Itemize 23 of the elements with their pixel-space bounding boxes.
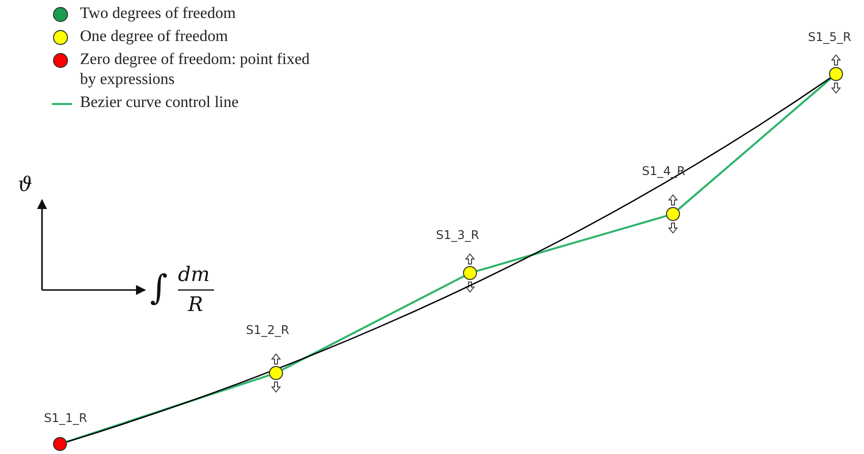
point-marker [53,437,67,451]
point-marker [463,266,477,280]
point-marker [829,67,843,81]
bezier-curve [66,77,831,443]
control-line [282,275,464,371]
control-line [66,374,270,443]
point-label: S1_5_R [808,30,852,44]
point-label: S1_3_R [436,228,480,242]
control-line [476,215,667,272]
legend-text: Bezier curve control line [80,93,240,113]
point-marker [269,366,283,380]
integral-sign: ∫ [150,268,168,308]
legend-text: Two degrees of freedom [80,4,237,24]
point-label: S1_2_R [246,323,290,337]
point-label: S1_4_R [642,164,686,178]
fraction-numerator: dm [178,262,210,286]
legend-text: Zero degree of freedom: point fixed by expressions [80,50,311,90]
point-label: S1_1_R [44,411,88,425]
fraction-denominator: R [188,292,204,316]
control-line [678,78,832,210]
legend-text: One degree of freedom [80,27,229,47]
axis-label: ϑ [18,172,32,196]
point-marker [666,207,680,221]
